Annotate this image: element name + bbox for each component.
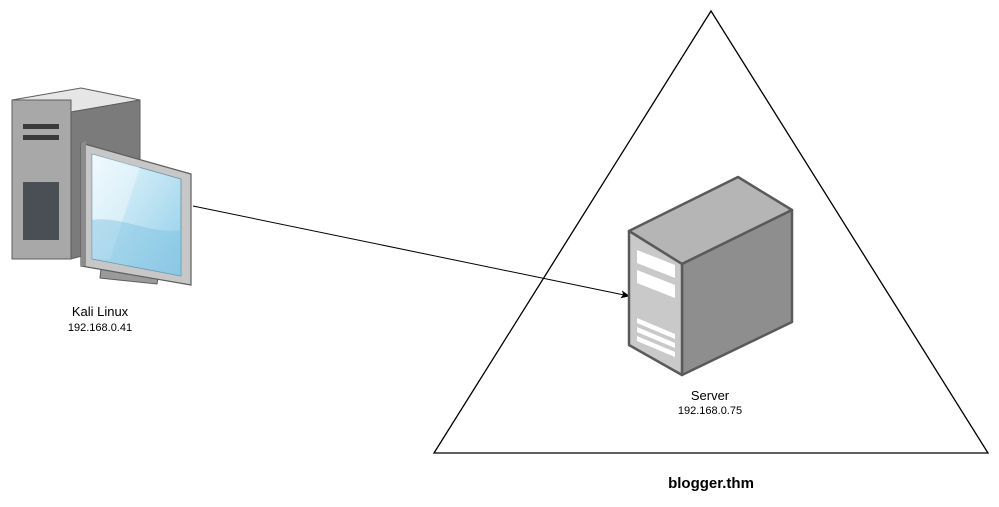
kali-ip-label: 192.168.0.41 — [68, 322, 132, 334]
server-tower-icon — [627, 175, 794, 377]
server-ip-label: 192.168.0.75 — [678, 405, 742, 417]
desktop-computer-icon — [11, 87, 192, 286]
connection-arrow — [192, 205, 630, 299]
zone-label: blogger.thm — [668, 475, 754, 492]
kali-name-label: Kali Linux — [72, 304, 129, 319]
server-name-label: Server — [691, 388, 730, 403]
